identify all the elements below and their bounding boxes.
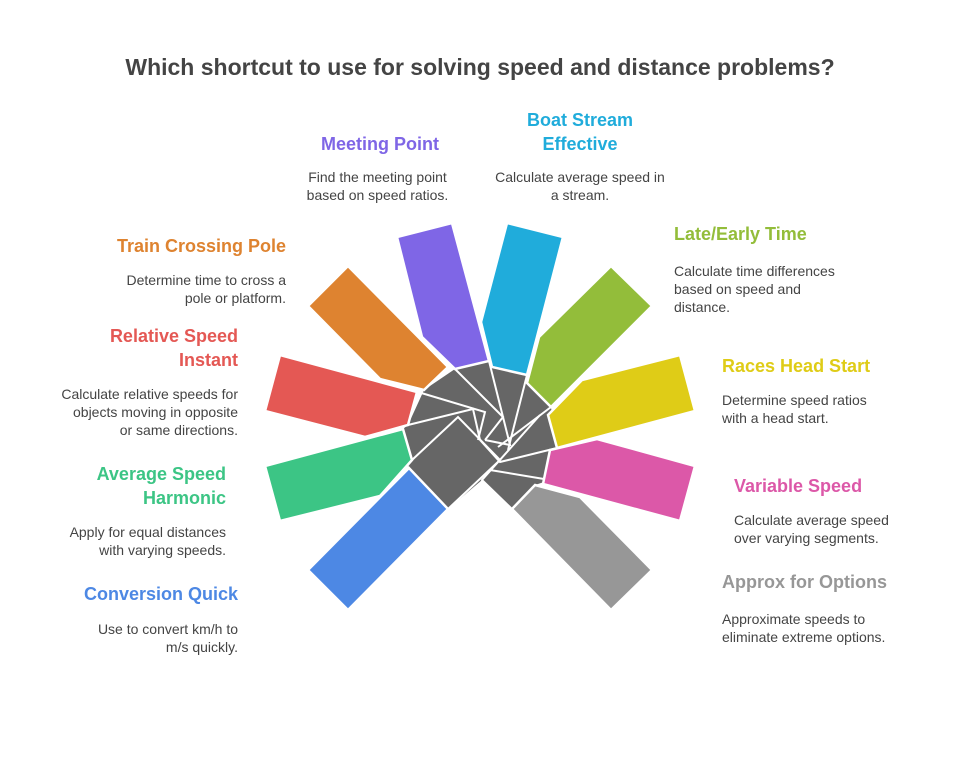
label-variable-speed: Variable Speed [734,476,863,496]
desc-relative-speed: Calculate relative speeds for objects mo… [61,386,238,438]
segment-meeting-point[interactable] [395,221,491,371]
desc-average-speed: Apply for equal distances with varying s… [69,524,226,558]
segment-relative-speed[interactable] [263,353,419,439]
desc-variable-speed: Calculate average speed over varying seg… [734,512,889,546]
label-average-speed: Average Speed Harmonic [96,464,226,508]
label-relative-speed: Relative Speed Instant [109,326,238,370]
desc-late-early: Calculate time differences based on spee… [674,263,835,315]
desc-approx: Approximate speeds to eliminate extreme … [722,611,886,645]
label-boat-stream: Boat Stream Effective [526,110,634,154]
segment-train-crossing[interactable] [306,264,450,392]
segment-variable-speed[interactable] [541,437,697,523]
desc-train-crossing: Determine time to cross a pole or platfo… [126,272,287,306]
desc-conversion: Use to convert km/h to m/s quickly. [97,621,238,655]
segment-approx[interactable] [510,483,654,612]
segment-average-speed[interactable] [263,427,414,523]
label-late-early: Late/Early Time [674,224,807,244]
label-approx: Approx for Options [722,572,887,592]
segment-races-head-start[interactable] [546,353,697,450]
segment-boat-stream[interactable] [479,221,565,377]
desc-races: Determine speed ratios with a head start… [722,392,867,426]
segment-conversion[interactable] [306,466,450,612]
desc-boat-stream: Calculate average speed in a stream. [495,169,665,203]
diagram-title: Which shortcut to use for solving speed … [125,54,835,80]
label-races: Races Head Start [722,356,871,376]
label-meeting-point: Meeting Point [321,134,439,154]
label-conversion: Conversion Quick [83,584,238,604]
desc-meeting-point: Find the meeting point based on speed ra… [306,169,449,203]
segment-late-early[interactable] [525,264,654,409]
label-train-crossing: Train Crossing Pole [116,236,286,256]
